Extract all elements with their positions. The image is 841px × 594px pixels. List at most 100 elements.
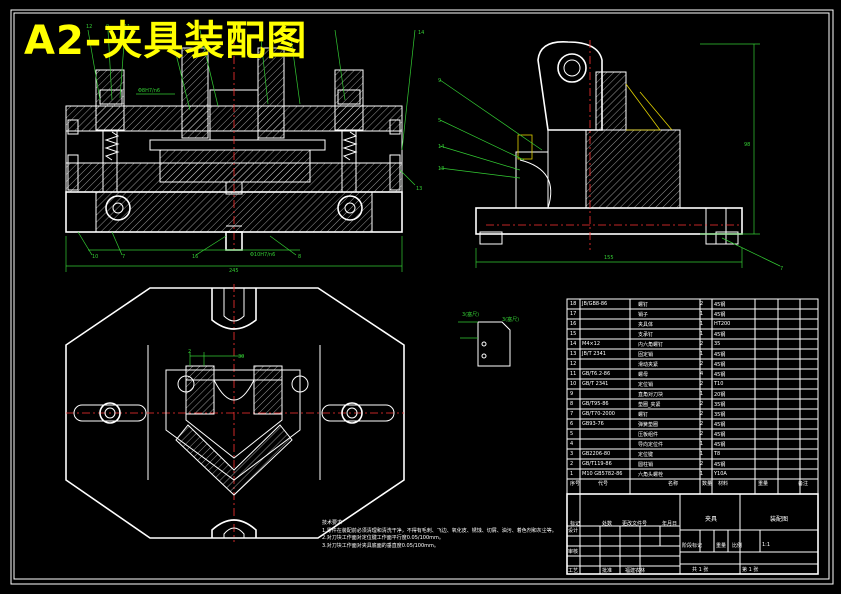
- tb-org: 福建农林: [625, 568, 646, 574]
- bom-cell-mat: T10: [714, 381, 724, 387]
- bom-cell-mat: 45钢: [714, 442, 726, 448]
- bom-cell-mat: 45钢: [714, 372, 726, 378]
- bom-cell-qty: 2: [700, 361, 704, 367]
- title-block: [566, 493, 819, 575]
- bom-cell-mat: 45钢: [714, 332, 726, 338]
- bom-row-lines: [567, 308, 818, 480]
- bom-cell-mat: 35钢: [714, 412, 726, 418]
- bom-cell-mat: 35: [714, 341, 721, 347]
- top-view: 2 30: [65, 284, 405, 542]
- bom-cell-name: 直角对刀块: [638, 392, 664, 398]
- tb-stage: 阶段标记: [682, 543, 703, 549]
- tb-check: 审核: [568, 549, 579, 555]
- bom-cell-qty: 1: [700, 471, 704, 477]
- bom-cell-code: GB/T 2341: [582, 381, 609, 387]
- front-view-dimensions: 245 Φ10H7/n6 Φ8H7/n6: [65, 29, 416, 274]
- bom-cell-name: 螺母: [638, 372, 649, 378]
- bom-cell-qty: 1: [700, 311, 704, 317]
- bom-cell-name: 压板组件: [638, 432, 659, 438]
- tb-design: 设计: [568, 528, 579, 534]
- bom-table: [566, 298, 819, 574]
- bom-cell-name: 销子: [638, 312, 649, 318]
- notes-line: 1.零件在装配前必须清理和清洗干净，不得有毛刺、飞边、氧化皮、锈蚀、切屑、油污、…: [322, 527, 557, 534]
- bom-cell-no: 12: [570, 361, 577, 367]
- dim-side-height: 98: [744, 142, 750, 148]
- bom-cell-name: 弹簧垫圈: [638, 422, 659, 428]
- tb-approve: 批准: [602, 568, 613, 574]
- bom-cell-name: 支承钉: [638, 332, 654, 338]
- front-view-balloons: 12 9 11 14 13 10 7 16 8: [86, 24, 424, 260]
- bom-cell-qty: 1: [700, 441, 704, 447]
- tb-count: 处数: [602, 521, 613, 527]
- bom-cell-no: 17: [570, 311, 577, 317]
- detail-label-bottom: 3(塞尺): [502, 316, 519, 323]
- bom-cell-code: GB2206-80: [582, 451, 611, 457]
- bom-cell-no: 14: [570, 341, 577, 347]
- tb-change: 更改文件号: [622, 521, 648, 527]
- bom-cell-mat: 20钢: [714, 392, 726, 398]
- bom-cell-name: 夹具体: [638, 322, 654, 328]
- bom-cell-no: 13: [570, 351, 577, 357]
- tb-sheets: 共 1 张: [692, 567, 709, 573]
- side-view-dimensions: 155 98 9 5 14 13 7: [438, 43, 783, 272]
- dim-30: 30: [238, 354, 244, 360]
- tb-ratio: 比例: [732, 543, 743, 549]
- bom-cell-code: GB/T95-86: [582, 401, 609, 407]
- bom-cell-qty: 4: [700, 371, 704, 377]
- bom-cell-no: 1: [570, 471, 574, 477]
- bom-cell-code: GB/T70-2000: [582, 411, 615, 417]
- tb-scale: 1:1: [762, 542, 771, 548]
- bom-header-code: 代号: [598, 481, 609, 487]
- bom-cell-name: 定位键: [638, 452, 654, 458]
- balloon: 13: [438, 166, 444, 172]
- bom-cell-mat: 45钢: [714, 422, 726, 428]
- balloon: 8: [298, 254, 301, 260]
- bom-cell-name: 内六角螺钉: [638, 342, 664, 348]
- bom-cell-no: 8: [570, 401, 574, 407]
- bom-cell-qty: 1: [700, 351, 704, 357]
- bom-header-weight: 重量: [758, 481, 769, 487]
- bom-cell-no: 18: [570, 301, 577, 307]
- balloon: 14: [418, 30, 424, 36]
- bom-cell-mat: 35钢: [714, 402, 726, 408]
- sheet-border-outer: [10, 9, 834, 585]
- bom-cell-name: 圆柱销: [638, 462, 654, 468]
- bom-cell-mat: 45钢: [714, 432, 726, 438]
- detail-feeler: 3(塞尺) 3(塞尺): [458, 311, 519, 367]
- bom-header-name: 名称: [668, 481, 679, 487]
- bom-cell-mat: Y10A: [714, 471, 727, 477]
- technical-notes: 技术要求 1.零件在装配前必须清理和清洗干净，不得有毛刺、飞边、氧化皮、锈蚀、切…: [322, 520, 557, 550]
- bom-header-no: 序号: [570, 481, 581, 487]
- tb-part: 夹具: [705, 516, 718, 523]
- bom-cell-qty: 2: [700, 431, 704, 437]
- dim-side-width: 155: [604, 255, 614, 261]
- bom-cell-qty: 2: [700, 301, 704, 307]
- notes-heading: 技术要求: [322, 520, 343, 526]
- bom-header-qty: 数量: [702, 481, 713, 487]
- bom-cell-mat: HT200: [714, 321, 731, 327]
- side-view: [475, 40, 743, 250]
- bom-cell-code: GB/T6.2-86: [582, 371, 611, 377]
- balloon: 16: [192, 254, 198, 260]
- bom-cell-qty: 2: [700, 411, 704, 417]
- tb-process: 工艺: [568, 568, 579, 574]
- bom-cell-no: 7: [570, 411, 574, 417]
- bom-cell-no: 15: [570, 331, 577, 337]
- bom-cell-qty: 1: [700, 391, 704, 397]
- bom-header-mat: 材料: [718, 481, 729, 487]
- bom-cell-qty: 1: [700, 321, 704, 327]
- bom-cell-name: 垫圈_夹紧: [638, 402, 661, 408]
- tb-drawing: 装配图: [770, 516, 789, 523]
- tb-marker: 标记: [570, 521, 581, 527]
- balloon: 13: [416, 186, 422, 192]
- bom-cell-name: 六角头螺栓: [638, 472, 664, 478]
- bom-cell-name: 滑动夹紧: [638, 362, 659, 368]
- balloon: 12: [86, 24, 92, 30]
- balloon: 7: [780, 266, 783, 272]
- bom-cell-no: 6: [570, 421, 574, 427]
- bom-cell-name: 螺钉: [638, 302, 649, 308]
- balloon: 9: [106, 24, 109, 30]
- bom-cell-qty: 1: [700, 331, 704, 337]
- bom-cell-mat: 45钢: [714, 352, 726, 358]
